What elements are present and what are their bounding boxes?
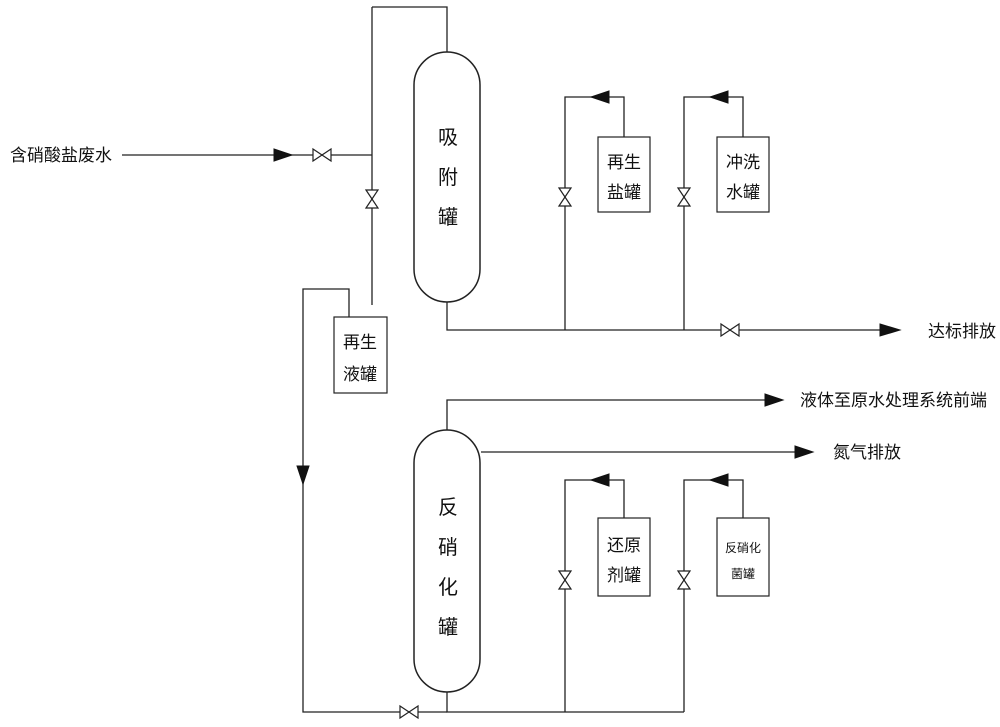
- denitrification-tank-label-1: 反: [438, 496, 458, 519]
- rinse-water-pipe: [683, 96, 744, 330]
- rinse-tank-arrow-icon: [708, 90, 729, 104]
- salt-valve-icon[interactable]: [557, 187, 573, 207]
- liquid-outlet-pipe: [446, 399, 765, 430]
- adsorption-tank-label-3: 罐: [438, 206, 458, 229]
- regen-liquid-tank: 再生 液罐: [333, 316, 388, 394]
- adsorption-tank-label-2: 附: [438, 166, 458, 189]
- bacteria-tank-label-2: 菌罐: [731, 567, 755, 581]
- adsorption-top-feed-pipe: [372, 6, 448, 55]
- nitrate-wastewater-label: 含硝酸盐废水: [10, 146, 112, 165]
- nitrogen-arrow-icon: [794, 445, 815, 459]
- reductant-valve-icon[interactable]: [557, 570, 573, 590]
- denitrification-tank-label-4: 罐: [438, 616, 458, 639]
- regen-salt-tank-label-2: 盐罐: [607, 183, 641, 202]
- reductant-arrow-icon: [589, 473, 610, 487]
- regen-down-arrow-icon: [296, 465, 310, 486]
- rinse-valve-icon[interactable]: [676, 187, 692, 207]
- reductant-tank: 还原 剂罐: [597, 517, 651, 597]
- discharge-arrow-icon: [879, 323, 902, 337]
- bottom-valve-icon[interactable]: [399, 704, 419, 720]
- discharge-valve-icon[interactable]: [720, 322, 740, 338]
- adsorption-tank-label-1: 吸: [438, 127, 458, 149]
- regen-liquid-tank-label-2: 液罐: [343, 365, 377, 384]
- riser-valve-icon[interactable]: [364, 189, 380, 209]
- denitrification-tank: 反 硝 化 罐: [413, 429, 481, 693]
- regen-salt-tank-label-1: 再生: [607, 153, 641, 172]
- regen-liquid-tank-label-1: 再生: [343, 333, 377, 352]
- reductant-tank-label-2: 剂罐: [607, 566, 641, 585]
- reductant-tank-label-1: 还原: [607, 536, 641, 555]
- bacteria-valve-icon[interactable]: [676, 570, 692, 590]
- rinse-water-tank: 冲洗 水罐: [716, 136, 770, 213]
- regen-salt-tank: 再生 盐罐: [597, 136, 651, 213]
- salt-tank-arrow-icon: [589, 90, 610, 104]
- compliant-discharge-pipe: [446, 300, 880, 331]
- liquid-to-pretreatment-label: 液体至原水处理系统前端: [800, 391, 987, 410]
- inlet-arrow-icon: [273, 148, 294, 162]
- regen-liquid-pipe: [302, 288, 447, 713]
- bacteria-tank-label-1: 反硝化: [725, 541, 761, 555]
- denitrification-bottom-pipe: [446, 692, 684, 713]
- compliant-discharge-label: 达标排放: [928, 322, 996, 341]
- regen-salt-pipe: [564, 96, 625, 330]
- denitrifying-bacteria-tank: 反硝化 菌罐: [716, 517, 770, 597]
- nitrogen-discharge-label: 氮气排放: [833, 443, 901, 462]
- denitrification-tank-label-2: 硝: [438, 536, 458, 559]
- bacteria-arrow-icon: [708, 473, 729, 487]
- rinse-water-tank-label-1: 冲洗: [726, 153, 760, 172]
- rinse-water-tank-label-2: 水罐: [726, 183, 760, 202]
- denitrification-tank-label-3: 化: [438, 576, 458, 599]
- adsorption-tank: 吸 附 罐: [413, 51, 481, 303]
- inlet-valve-icon[interactable]: [312, 147, 332, 163]
- liquid-outlet-arrow-icon: [764, 393, 785, 407]
